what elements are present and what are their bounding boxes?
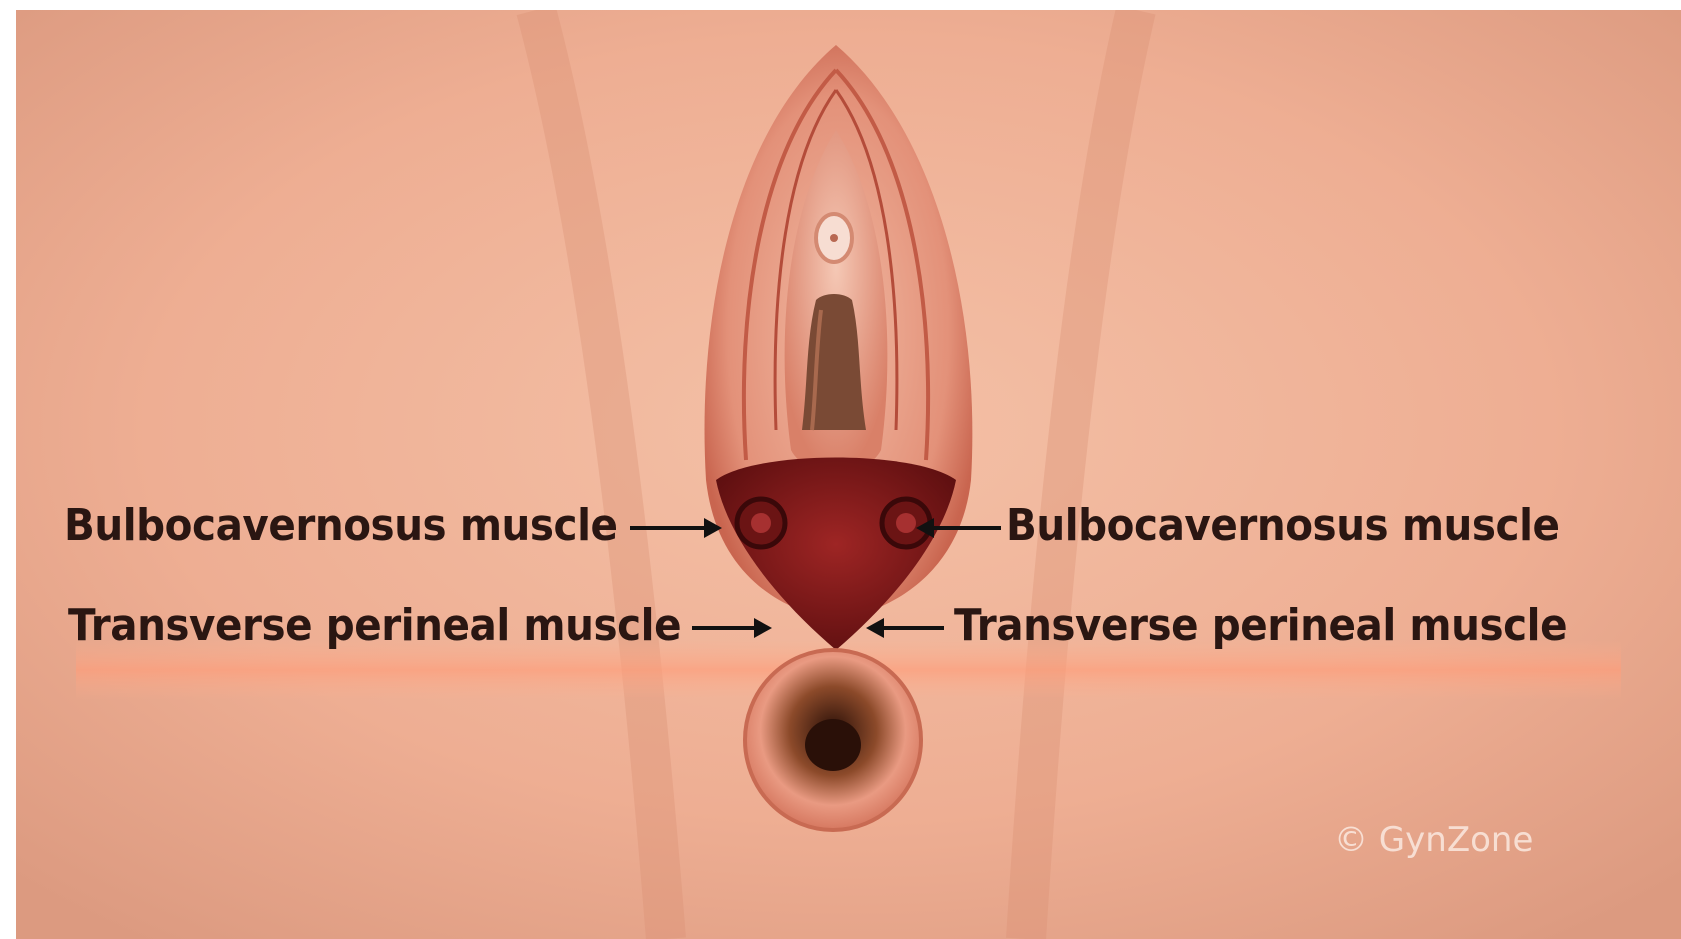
label-transverse-perineal-right: Transverse perineal muscle	[954, 600, 1567, 651]
illustration-frame: Bulbocavernosus muscle Bulbocavernosus m…	[16, 10, 1681, 939]
copyright-credit: © GynZone	[1334, 820, 1533, 860]
urethral-center	[830, 234, 838, 242]
anal-opening	[805, 719, 861, 771]
label-transverse-perineal-left: Transverse perineal muscle	[68, 600, 681, 651]
label-bulbocavernosus-left: Bulbocavernosus muscle	[64, 500, 617, 551]
anatomical-illustration	[16, 10, 1681, 939]
right-bulbocavernosus-core	[896, 513, 916, 533]
left-bulbocavernosus-core	[751, 513, 771, 533]
label-bulbocavernosus-right: Bulbocavernosus muscle	[1006, 500, 1559, 551]
